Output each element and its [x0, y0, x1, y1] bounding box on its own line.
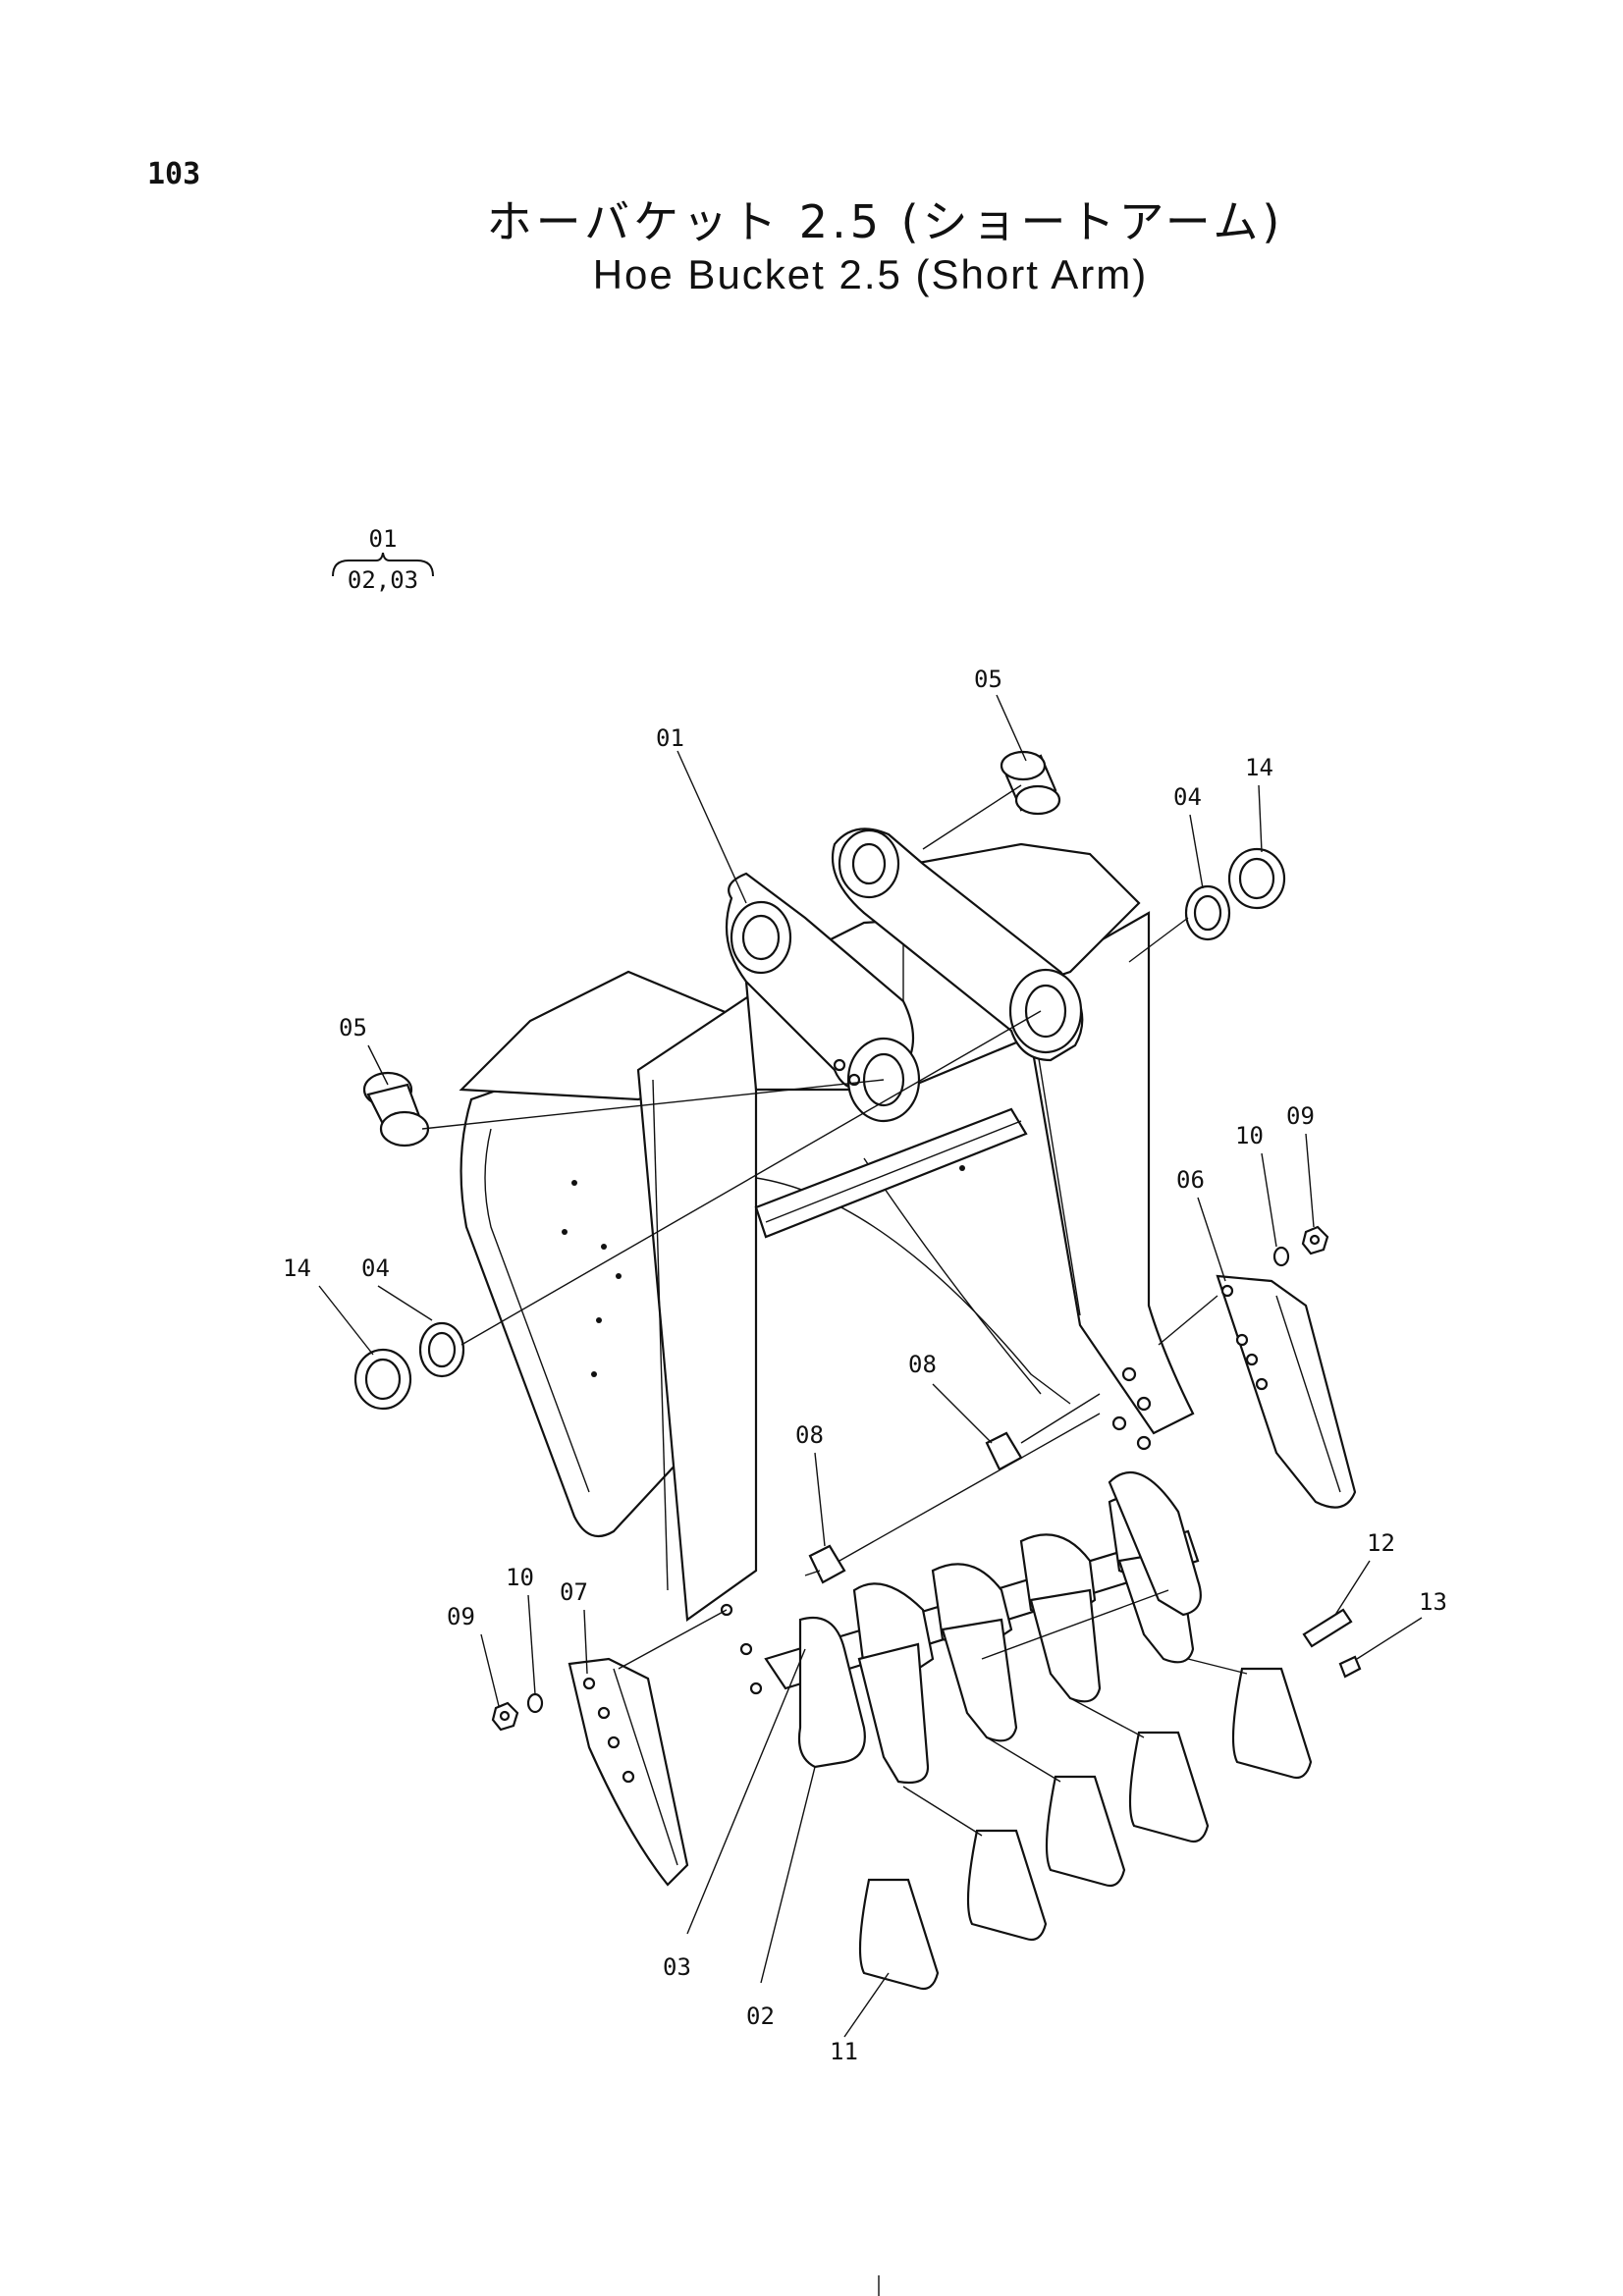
callout-14-right: 14 — [1245, 754, 1273, 781]
assembly-brace — [332, 553, 434, 577]
callout-13: 13 — [1419, 1588, 1447, 1616]
callout-05-left: 05 — [339, 1014, 367, 1041]
callout-14-left: 14 — [283, 1255, 311, 1282]
tooth-adapters — [797, 1470, 1202, 1785]
callout-02: 02 — [746, 2002, 775, 2030]
callout-08-left: 08 — [795, 1421, 824, 1449]
assembly-children: 02,03 — [347, 566, 419, 594]
callout-09-left: 09 — [447, 1603, 475, 1630]
bushings — [353, 750, 1286, 1411]
assembly-note: 01 02,03 — [329, 525, 437, 594]
teeth — [858, 1667, 1313, 1991]
title-english: Hoe Bucket 2.5 (Short Arm) — [592, 251, 1149, 297]
side-protector-left — [568, 1657, 689, 1887]
bucket-body — [459, 828, 1200, 1695]
callout-11: 11 — [830, 2038, 858, 2065]
callout-labels: 01 02 03 04 04 05 05 06 07 08 08 09 09 1… — [283, 666, 1447, 2065]
callout-09-right: 09 — [1286, 1102, 1315, 1130]
callout-04-right: 04 — [1173, 783, 1202, 811]
callout-10-right: 10 — [1235, 1122, 1264, 1149]
callout-12: 12 — [1367, 1529, 1395, 1557]
callout-06: 06 — [1176, 1166, 1205, 1194]
title-japanese: ホーバケット 2.5 (ショートアーム) — [486, 195, 1284, 248]
callout-05-top: 05 — [974, 666, 1002, 693]
side-protector-right — [1216, 1274, 1357, 1509]
callout-07: 07 — [560, 1578, 588, 1606]
leader-lines — [318, 694, 1423, 2038]
fasteners — [491, 1225, 1362, 1732]
callout-08-right: 08 — [908, 1351, 937, 1378]
callout-01: 01 — [656, 724, 684, 752]
callout-10-left: 10 — [506, 1564, 534, 1591]
page-number: 103 — [147, 157, 201, 191]
callout-04-left: 04 — [361, 1255, 390, 1282]
assembly-parent: 01 — [368, 525, 398, 553]
callout-03: 03 — [663, 1953, 691, 1981]
